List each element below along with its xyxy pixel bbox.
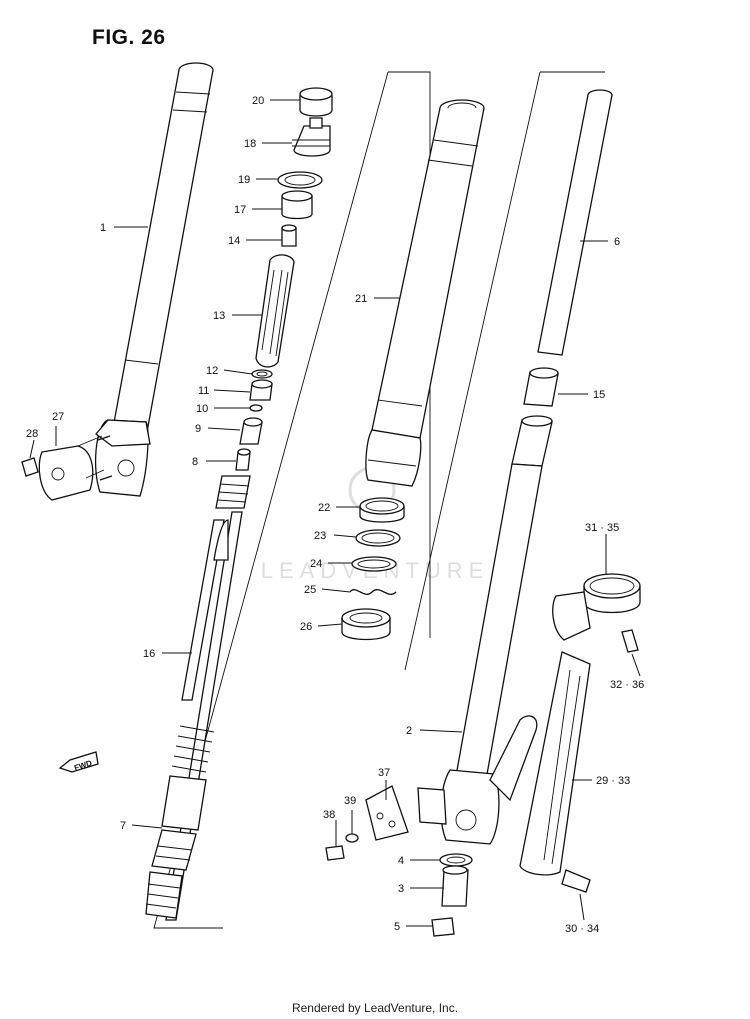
callout-13: 13 bbox=[213, 310, 225, 322]
part-inner-tube-6 bbox=[537, 89, 613, 356]
callout-17: 17 bbox=[234, 204, 246, 216]
callout-37: 37 bbox=[378, 767, 390, 779]
callout-16: 16 bbox=[143, 648, 155, 660]
callout-7: 7 bbox=[120, 820, 126, 832]
figure-title: FIG. 26 bbox=[92, 26, 166, 49]
group-frames bbox=[153, 71, 605, 929]
callout-25: 25 bbox=[304, 584, 316, 596]
part-outer-tube-right bbox=[417, 415, 553, 845]
part-inner-tube-21 bbox=[365, 99, 485, 487]
part-damper-rod bbox=[145, 475, 251, 921]
callout-22: 22 bbox=[318, 502, 330, 514]
frame-left bbox=[153, 71, 389, 929]
callout-10: 10 bbox=[196, 403, 208, 415]
callout-26: 26 bbox=[300, 621, 312, 633]
callout-labels: 1 20 18 19 17 14 13 12 11 10 9 8 16 7 21… bbox=[26, 95, 644, 935]
part-bracket-bolts bbox=[325, 785, 473, 937]
callout-5: 5 bbox=[394, 921, 400, 933]
callout-14: 14 bbox=[228, 235, 240, 247]
callout-3: 3 bbox=[398, 883, 404, 895]
part-axle-holder-left bbox=[21, 435, 113, 501]
callout-18: 18 bbox=[244, 138, 256, 150]
part-fork-guard bbox=[519, 573, 641, 893]
part-bumper bbox=[255, 254, 295, 368]
callout-2: 2 bbox=[406, 725, 412, 737]
callout-30-34: 30 · 34 bbox=[565, 923, 599, 935]
callout-4: 4 bbox=[398, 855, 404, 867]
callout-21: 21 bbox=[355, 293, 367, 305]
footer-credit: Rendered by LeadVenture, Inc. bbox=[291, 1001, 459, 1015]
callout-8: 8 bbox=[192, 456, 198, 468]
part-cap-assembly bbox=[277, 87, 333, 247]
callout-28: 28 bbox=[26, 428, 38, 440]
part-small-components bbox=[235, 369, 273, 471]
callout-32-36: 32 · 36 bbox=[610, 679, 644, 691]
fwd-arrow: FWD bbox=[58, 751, 99, 773]
callout-9: 9 bbox=[195, 423, 201, 435]
part-bushing-15 bbox=[523, 367, 559, 407]
callout-19: 19 bbox=[238, 174, 250, 186]
callout-23: 23 bbox=[314, 530, 326, 542]
callout-27: 27 bbox=[52, 411, 64, 423]
leader-lines bbox=[29, 99, 641, 927]
callout-24: 24 bbox=[310, 558, 322, 570]
callout-38: 38 bbox=[323, 809, 335, 821]
callout-20: 20 bbox=[252, 95, 264, 107]
callout-6: 6 bbox=[614, 236, 620, 248]
callout-29-33: 29 · 33 bbox=[596, 775, 630, 787]
callout-12: 12 bbox=[206, 365, 218, 377]
part-outer-tube-left bbox=[94, 62, 214, 497]
callout-1: 1 bbox=[100, 222, 106, 234]
callout-11: 11 bbox=[198, 385, 209, 397]
callout-31-35: 31 · 35 bbox=[585, 522, 619, 534]
frame-left-top bbox=[388, 71, 431, 638]
frame-right-diagonal bbox=[404, 71, 541, 671]
callout-39: 39 bbox=[344, 795, 356, 807]
part-bushings-seals bbox=[341, 497, 405, 641]
callout-15: 15 bbox=[593, 389, 605, 401]
